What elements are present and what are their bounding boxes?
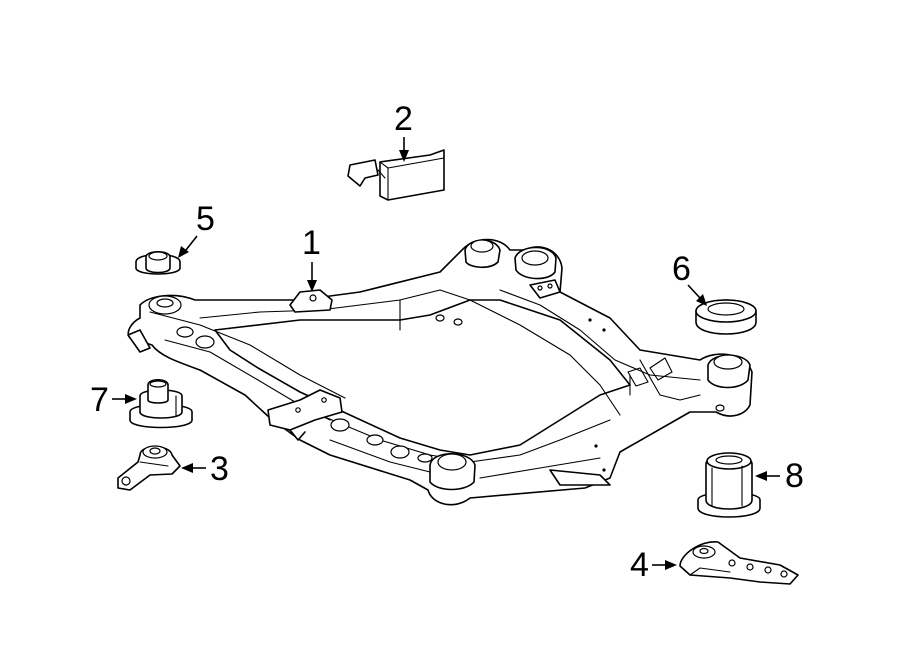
callout-8-label: 8 (785, 457, 804, 495)
callout-6-leader (687, 284, 701, 299)
callout-5: 5 (178, 200, 215, 258)
callout-1: 1 (302, 224, 321, 292)
callout-4: 4 (630, 546, 677, 584)
callout-4-arrowhead (665, 560, 677, 570)
callout-5-leader (185, 235, 198, 251)
callout-2-arrowhead (399, 150, 409, 162)
callout-1-label: 1 (302, 224, 321, 262)
callout-6: 6 (672, 250, 707, 306)
callout-7-arrowhead (125, 394, 137, 404)
callout-4-label: 4 (630, 546, 649, 584)
callout-8: 8 (755, 457, 804, 495)
callout-3-label: 3 (210, 450, 229, 488)
washer-part (695, 299, 757, 335)
tall-bushing-part (129, 378, 193, 429)
callout-6-arrowhead (696, 294, 707, 306)
mount-bracket-part (117, 445, 181, 491)
large-bushing-part (697, 452, 761, 518)
large-mount-bracket-part (679, 541, 799, 585)
callout-1-arrowhead (307, 280, 317, 292)
subframe-part (127, 238, 753, 506)
callout-3: 3 (181, 450, 229, 488)
callout-2-label: 2 (394, 100, 413, 138)
callout-3-arrowhead (181, 463, 193, 473)
bracket-part (347, 149, 445, 201)
callout-8-arrowhead (755, 471, 767, 481)
callout-5-arrowhead (178, 246, 189, 258)
small-bushing-part (135, 250, 181, 275)
callout-7-label: 7 (90, 381, 109, 419)
callout-7: 7 (90, 381, 137, 419)
callout-5-label: 5 (196, 200, 215, 238)
callout-6-label: 6 (672, 250, 691, 288)
callout-2: 2 (394, 100, 413, 162)
